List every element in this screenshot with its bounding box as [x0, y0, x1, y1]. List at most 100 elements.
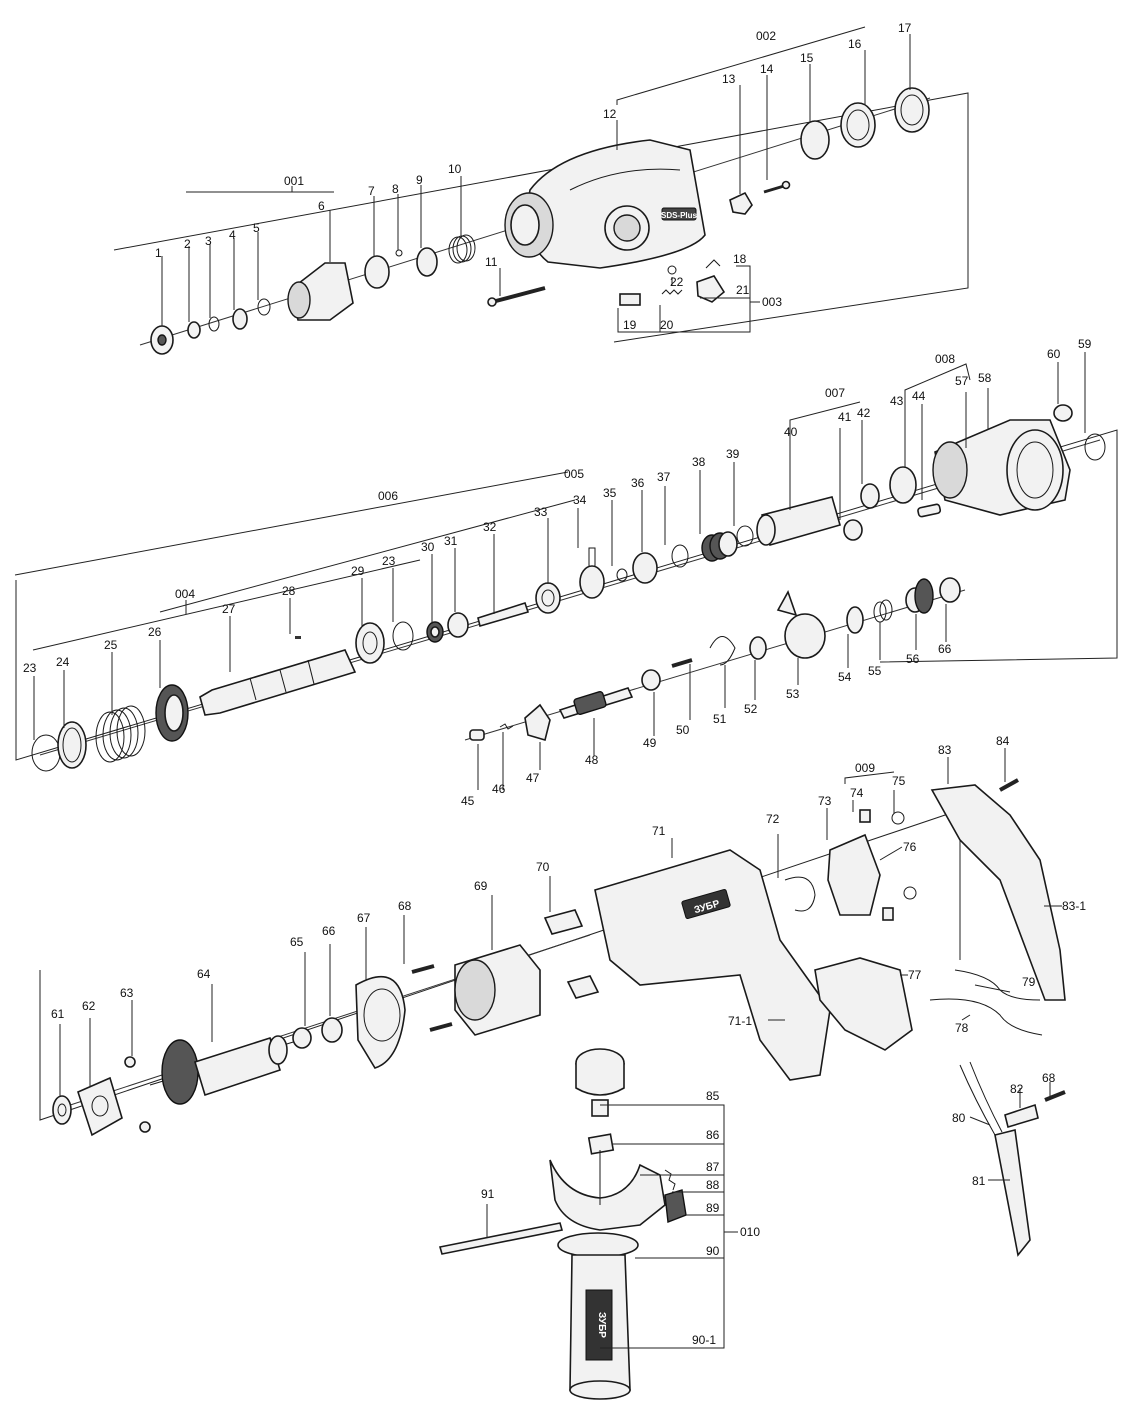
- callout-62: 62: [82, 999, 96, 1013]
- callout-20: 20: [660, 318, 674, 332]
- assembly-labels: 001 002 003 004 005 006 007 008 009 010: [175, 29, 955, 1239]
- part-77-switch: [814, 957, 913, 1051]
- part-72-circlip: [784, 876, 816, 912]
- callout-66-lower: 66: [322, 924, 336, 938]
- callout-68-right: 68: [1042, 1071, 1056, 1085]
- callout-70: 70: [536, 860, 550, 874]
- group-2-frame: [15, 429, 1118, 761]
- callout-64: 64: [197, 967, 211, 981]
- part-54-coupling: [846, 606, 864, 634]
- part-14-screw: [763, 180, 791, 194]
- callout-85: 85: [706, 1089, 720, 1103]
- part-13-clip: [729, 191, 753, 215]
- callout-10: 10: [448, 162, 462, 176]
- part-67-fan-guide: [355, 975, 406, 1069]
- part-9-ring: [416, 247, 438, 277]
- group-1-frame: [113, 92, 969, 343]
- callout-18: 18: [733, 252, 747, 266]
- part-73-brush-plate: [827, 833, 881, 916]
- part-86-nut: [587, 1133, 615, 1155]
- part-89-button: [664, 1189, 687, 1223]
- group-1-front-housing: SDS-Plus: [113, 26, 969, 355]
- part-36-bushing: [632, 552, 658, 584]
- part-90-grip: ЗУБР: [557, 1232, 639, 1400]
- group-1-leaders: [161, 26, 911, 333]
- callout-labels: 1 2 3 4 5 6 7 8 9 10 11 12 13 14 15 16 1…: [23, 21, 1092, 1347]
- assembly-002: 002: [756, 29, 776, 43]
- part-43-ring: [889, 466, 917, 504]
- callout-9: 9: [416, 173, 423, 187]
- part-32-pin: [477, 601, 530, 628]
- part-64-armature: [149, 1035, 301, 1105]
- assembly-010: 010: [740, 1225, 760, 1239]
- callout-25: 25: [104, 638, 118, 652]
- part-70-brush-holder: [543, 909, 584, 935]
- callout-37: 37: [657, 470, 671, 484]
- part-48-shaft: [558, 687, 634, 719]
- callout-57: 57: [955, 374, 969, 388]
- callout-16: 16: [848, 37, 862, 51]
- callout-42: 42: [857, 406, 871, 420]
- part-24-washer: [57, 721, 87, 769]
- part-47-lever: [524, 703, 551, 742]
- part-45-spacer: [469, 729, 485, 741]
- assembly-006: 006: [378, 489, 398, 503]
- callout-80: 80: [952, 1111, 966, 1125]
- callout-69: 69: [474, 879, 488, 893]
- callout-21: 21: [736, 283, 750, 297]
- callout-91: 91: [481, 1187, 495, 1201]
- callout-7: 7: [368, 184, 375, 198]
- callout-59: 59: [1078, 337, 1092, 351]
- callout-32: 32: [483, 520, 497, 534]
- part-7-ring: [364, 255, 390, 289]
- callout-58: 58: [978, 371, 992, 385]
- part-63-screws: [124, 1056, 151, 1133]
- part-91-depth-rod: [438, 1222, 564, 1255]
- part-51-spring: [709, 636, 736, 666]
- part-37-ring: [671, 544, 689, 568]
- callout-34: 34: [573, 493, 587, 507]
- callout-22: 22: [670, 275, 684, 289]
- part-28-pin: [295, 636, 301, 639]
- part-12-front-housing: SDS-Plus: [504, 139, 706, 269]
- callout-46: 46: [492, 782, 506, 796]
- part-19-brush: [619, 293, 641, 306]
- group-2-leaders: [33, 352, 1086, 790]
- group-2-gear-assembly: [14, 352, 1118, 790]
- callout-48: 48: [585, 753, 599, 767]
- callout-54: 54: [838, 670, 852, 684]
- callout-78: 78: [955, 1021, 969, 1035]
- callout-88: 88: [706, 1178, 720, 1192]
- part-33-sleeve: [535, 582, 561, 614]
- part-46-spring: [499, 723, 514, 730]
- callout-4: 4: [229, 228, 236, 242]
- part-57-58-gear-housing: [932, 419, 1071, 516]
- callout-52: 52: [744, 702, 758, 716]
- callout-23-right: 23: [382, 554, 396, 568]
- group-4-leaders: [486, 1104, 738, 1349]
- callout-8: 8: [392, 182, 399, 196]
- assembly-007: 007: [825, 386, 845, 400]
- group-4-side-handle: ЗУБР: [438, 1048, 738, 1400]
- assembly-008: 008: [935, 352, 955, 366]
- part-22-ring: [667, 265, 677, 275]
- part-68-screw-right: [1044, 1090, 1066, 1102]
- part-23-circlip-right: [392, 621, 414, 651]
- callout-40: 40: [784, 425, 798, 439]
- part-29-cam: [355, 622, 385, 664]
- part-41-plug: [843, 519, 863, 541]
- callout-72: 72: [766, 812, 780, 826]
- part-69-stator: [454, 944, 541, 1036]
- part-88-spring: [664, 1169, 676, 1191]
- callout-6: 6: [318, 199, 325, 213]
- callout-83: 83: [938, 743, 952, 757]
- callout-33: 33: [534, 505, 548, 519]
- part-42-bushing: [860, 483, 880, 509]
- assembly-005: 005: [564, 467, 584, 481]
- callout-30: 30: [421, 540, 435, 554]
- callout-47: 47: [526, 771, 540, 785]
- assembly-004: 004: [175, 587, 195, 601]
- part-55-spring: [873, 599, 893, 623]
- part-26-gear: [155, 684, 189, 742]
